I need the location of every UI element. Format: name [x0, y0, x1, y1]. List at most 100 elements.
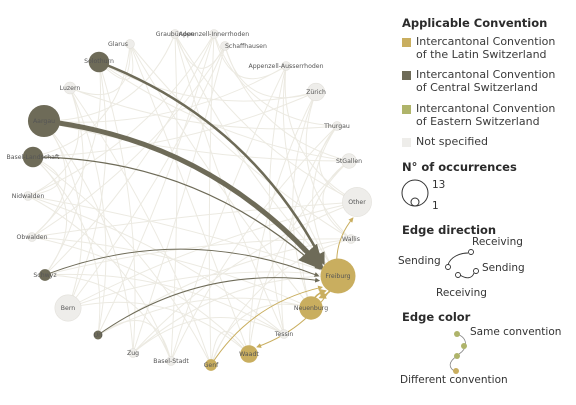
node-appenzell_ar[interactable]	[281, 61, 291, 71]
faint-edge	[98, 43, 134, 80]
legend: Applicable Convention Intercantonal Conv…	[396, 0, 576, 405]
node-label-schwyz: Schwyz	[33, 272, 56, 279]
node-appenzell_ir[interactable]	[209, 29, 219, 39]
node-label-graubunden: Graubünden	[156, 31, 195, 38]
edge-uri-to-freiburg	[97, 277, 321, 336]
faint-edge	[67, 45, 226, 309]
node-stgallen[interactable]	[341, 153, 357, 169]
legend-direction-title: Edge direction	[402, 223, 497, 237]
faint-edge	[248, 160, 350, 355]
node-schaffhausen[interactable]	[220, 41, 230, 51]
faint-edge	[44, 33, 215, 276]
node-wallis[interactable]	[346, 234, 356, 244]
faint-edge	[69, 87, 212, 366]
node-label-solothurn: Solothurn	[84, 58, 114, 65]
node-other[interactable]	[342, 187, 372, 217]
node-genf[interactable]	[205, 359, 217, 371]
node-label-appenzell_ar: Appenzell-Ausserrhoden	[248, 63, 323, 70]
legend-occ-min: 1	[432, 200, 439, 212]
legend-occurrences-title: N° of occurrences	[402, 160, 517, 174]
faint-edge	[27, 156, 60, 197]
node-schwyz[interactable]	[39, 269, 51, 281]
legend-sending-left: Sending	[398, 255, 441, 267]
faint-edge	[43, 120, 83, 309]
node-label-nidwalden: Nidwalden	[12, 193, 45, 200]
legend-latin-line2: of the Latin Switzerland	[416, 48, 547, 61]
faint-edge	[129, 43, 352, 240]
faint-edge	[248, 91, 317, 355]
node-label-stgallen: StGallen	[336, 158, 362, 165]
faint-edge	[129, 43, 250, 355]
node-neuenburg[interactable]	[299, 296, 323, 320]
node-obwalden[interactable]	[27, 232, 37, 242]
legend-central-line2: of Central Switzerland	[416, 81, 538, 94]
legend-same-convention: Same convention	[470, 326, 562, 338]
node-label-appenzell_ir: Appenzell-Innerrhoden	[179, 31, 249, 38]
faint-edge	[67, 271, 339, 309]
node-bern[interactable]	[54, 294, 82, 322]
faint-edge	[69, 43, 131, 96]
node-label-luzern: Luzern	[60, 85, 81, 92]
node-basel_landschaft[interactable]	[22, 146, 44, 168]
faint-edge	[44, 273, 285, 335]
node-aargau[interactable]	[27, 104, 61, 138]
legend-direction-graphic	[445, 249, 479, 279]
legend-color-title: Edge color	[402, 310, 471, 324]
faint-edge	[31, 236, 250, 355]
node-luzern[interactable]	[63, 81, 77, 95]
faint-edge	[69, 87, 338, 130]
faint-edge	[31, 45, 226, 238]
legend-color-graphic	[449, 331, 467, 374]
legend-item-unspecified: Not specified	[402, 135, 488, 148]
legend-different-convention: Different convention	[400, 374, 508, 386]
faint-edge	[224, 45, 350, 162]
faint-edge	[27, 195, 285, 335]
faint-edge	[43, 33, 176, 122]
faint-edge	[43, 120, 350, 162]
faint-edge	[208, 33, 215, 366]
node-uri[interactable]	[93, 330, 103, 340]
background-edges	[27, 33, 358, 366]
faint-edge	[132, 275, 339, 354]
edge-aargau-to-freiburg	[43, 118, 325, 271]
faint-edge	[268, 65, 287, 335]
faint-edge	[281, 125, 338, 335]
node-label-zug: Zug	[127, 350, 139, 357]
node-waadt[interactable]	[240, 345, 258, 363]
edge-basel_landschaft-to-freiburg	[32, 156, 321, 270]
legend-occ-max: 13	[432, 179, 446, 191]
faint-edge	[322, 160, 352, 240]
node-zug[interactable]	[128, 348, 138, 358]
faint-edge	[97, 319, 172, 362]
canton-nodes	[22, 29, 372, 371]
node-label-tessin: Tessin	[274, 331, 294, 338]
node-nidwalden[interactable]	[23, 191, 33, 201]
legend-receiving-top: Receiving	[472, 236, 523, 248]
node-glarus[interactable]	[125, 39, 135, 49]
faint-edge	[32, 91, 317, 158]
faint-edge	[170, 65, 287, 362]
legend-swatch-unspecified	[402, 138, 411, 147]
legend-central-line1: Intercantonal Convention	[416, 68, 556, 81]
legend-swatch-central	[402, 71, 411, 80]
legend-eastern-line1: Intercantonal Convention	[416, 102, 556, 115]
node-freiburg[interactable]	[320, 258, 356, 294]
node-basel_stadt[interactable]	[166, 356, 176, 366]
node-zurich[interactable]	[306, 82, 326, 102]
node-label-basel_stadt: Basel-Stadt	[153, 358, 189, 365]
faint-edge	[43, 65, 287, 123]
node-graubunden[interactable]	[170, 29, 180, 39]
node-solothurn[interactable]	[88, 51, 110, 73]
edge-solothurn-to-freiburg	[98, 60, 325, 266]
legend-size-large-circle	[401, 179, 429, 207]
canton-labels: Solothurn GraubündenAppenzell-Innerrhoden…	[7, 31, 367, 369]
faint-edge	[44, 274, 172, 362]
node-tessin[interactable]	[279, 329, 289, 339]
node-label-aargau: Aargau	[33, 118, 55, 125]
faint-edge	[302, 160, 350, 309]
faint-edge	[210, 303, 312, 366]
node-thurgau[interactable]	[332, 121, 342, 131]
